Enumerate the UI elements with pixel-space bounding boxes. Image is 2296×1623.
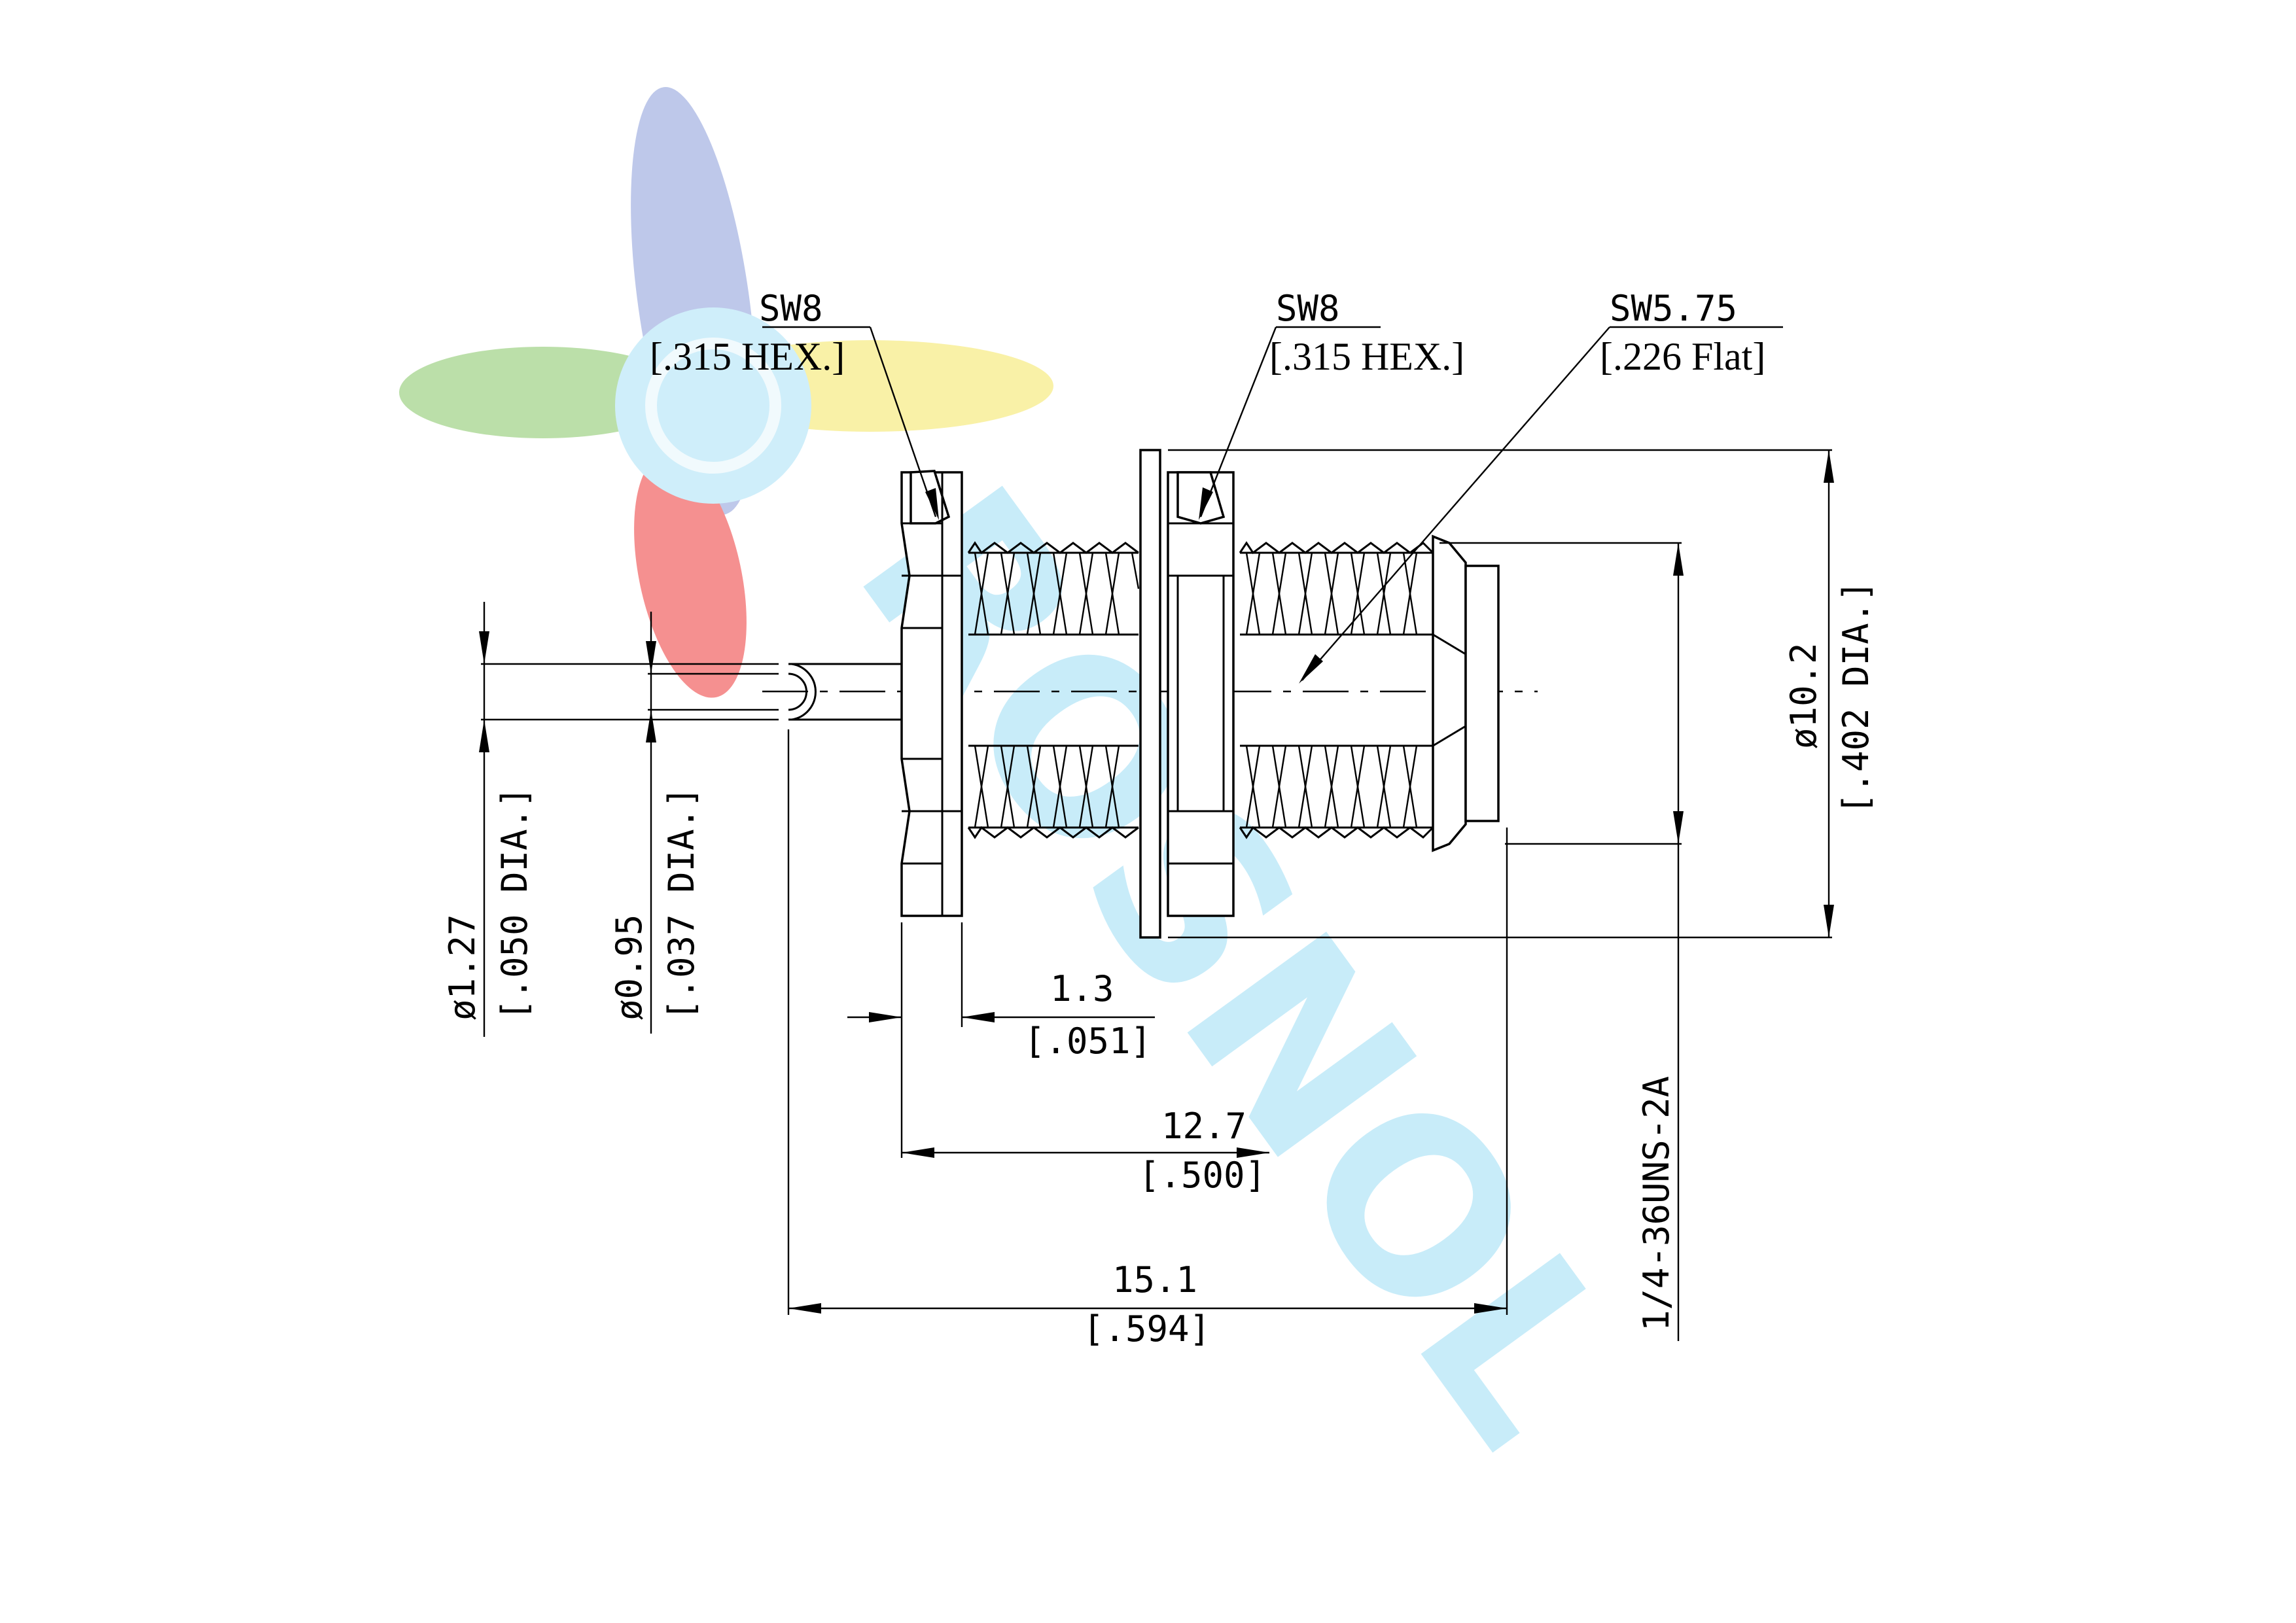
callout-nut-right-inch: [.315 HEX.] xyxy=(1269,335,1464,378)
dim-body-dia-mm: ø10.2 xyxy=(1783,642,1824,749)
dim-thread-spec: 1/4-36UNS-2A xyxy=(1636,1076,1677,1331)
arrow-leader xyxy=(1199,487,1213,520)
callout-nut-left-inch: [.315 HEX.] xyxy=(650,335,845,378)
arrow-down xyxy=(479,631,489,664)
arrow-down xyxy=(1824,905,1834,937)
dim-length-b xyxy=(788,1303,1507,1314)
dim-length-b-inch: [.594] xyxy=(1083,1308,1210,1350)
callout-nut-right-size: SW8 xyxy=(1276,288,1340,329)
extension-lines xyxy=(481,449,1832,1315)
arrow-down xyxy=(646,641,656,674)
arrow-right xyxy=(1474,1303,1507,1314)
center-pin xyxy=(788,663,903,721)
dim-length-a xyxy=(902,1147,1269,1158)
lock-washer xyxy=(1139,449,1161,939)
right-hex-nut xyxy=(1167,471,1235,917)
dim-pin-inner-inch: [.037 DIA.] xyxy=(661,786,702,1021)
callout-flat-inch: [.226 Flat] xyxy=(1600,335,1765,378)
dim-nut-thick-inch: [.051] xyxy=(1024,1021,1152,1062)
arrow-left xyxy=(962,1012,995,1022)
arrow-right xyxy=(869,1012,902,1022)
dim-pin-inner xyxy=(646,612,656,1034)
dim-pin-outer-mm: ø1.27 xyxy=(442,914,483,1021)
dim-nut-thick-mm: 1.3 xyxy=(1050,968,1114,1009)
dim-pin-outer xyxy=(479,602,489,1037)
arrow-leader xyxy=(1299,654,1323,684)
callout-leaders xyxy=(762,326,1783,684)
dim-nut-thick xyxy=(847,1012,1155,1022)
arrow-down xyxy=(1673,811,1684,844)
dim-body-dia-inch: [.402 DIA.] xyxy=(1835,580,1877,814)
logo-center-ring xyxy=(645,338,781,474)
dim-length-a-inch: [.500] xyxy=(1139,1155,1266,1196)
arrow-up xyxy=(646,710,656,742)
arrow-leader xyxy=(925,488,939,520)
arrow-left xyxy=(788,1303,821,1314)
arrow-left xyxy=(902,1147,934,1158)
logo-petal-red xyxy=(634,453,747,698)
dim-length-b-mm: 15.1 xyxy=(1112,1259,1197,1300)
thread-upper-right xyxy=(1239,541,1434,636)
thread-lower-right xyxy=(1239,744,1434,839)
arrow-up xyxy=(479,720,489,752)
dim-body-dia xyxy=(1824,450,1834,937)
callout-flat-size: SW5.75 xyxy=(1610,288,1737,329)
arrow-right xyxy=(1237,1147,1269,1158)
thread-upper-left xyxy=(967,541,1140,636)
left-hex-nut xyxy=(900,470,963,917)
dim-pin-inner-mm: ø0.95 xyxy=(609,914,650,1021)
logo-petal-green xyxy=(399,347,687,438)
dim-length-a-mm: 12.7 xyxy=(1161,1106,1246,1147)
watermark-logo xyxy=(399,86,1053,698)
thread-lower-left xyxy=(967,744,1139,839)
arrow-up xyxy=(1824,450,1834,483)
arrow-up xyxy=(1673,543,1684,576)
dim-thread xyxy=(1673,543,1684,1341)
callout-nut-left-size: SW8 xyxy=(759,288,823,329)
connector-front-body xyxy=(1432,534,1500,852)
logo-center-disc xyxy=(615,307,811,504)
dim-pin-outer-inch: [.050 DIA.] xyxy=(494,786,535,1021)
